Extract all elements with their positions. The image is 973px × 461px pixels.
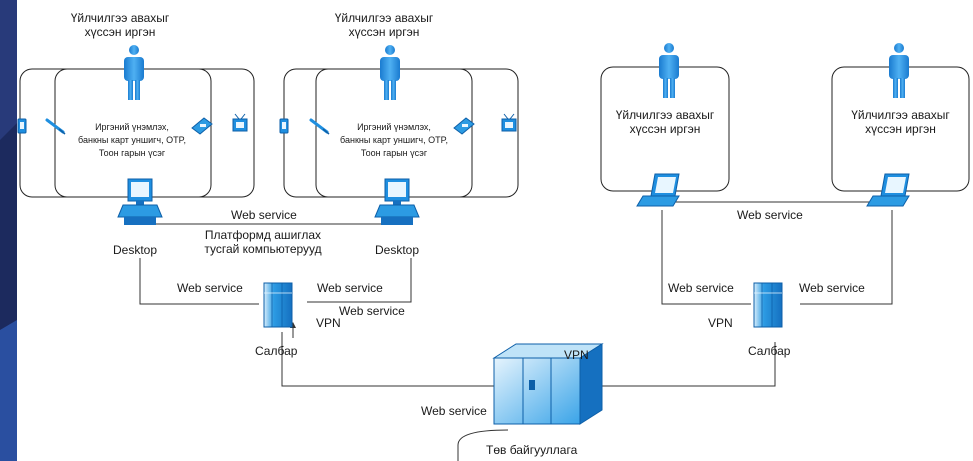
web-service-label-left-branch: Web service [177, 281, 243, 295]
vpn-label-right: VPN [708, 316, 733, 330]
central-server-icon [492, 343, 604, 425]
web-service-label-central: Web service [421, 404, 487, 418]
desktop-icon-middle [374, 178, 420, 226]
otp-device-icon-middle [501, 113, 517, 132]
web-service-label-laptops: Web service [737, 208, 803, 222]
user-icon-right-2 [889, 43, 909, 98]
web-service-label-desktops: Web service [231, 208, 297, 222]
user-icon-middle [380, 45, 400, 100]
laptop-icon-right-2 [866, 173, 910, 207]
laptop-icon-right-1 [636, 173, 680, 207]
vpn-label-central: VPN [564, 348, 589, 362]
desktop-label-middle: Desktop [375, 243, 420, 257]
desktop-icon-left [117, 178, 163, 226]
headquarters-label: Төв байгууллага [486, 443, 578, 457]
device-label-left: Иргэний үнэмлэх,банкны карт уншигч, OTP,… [78, 122, 186, 158]
desktop-label-left: Desktop [113, 243, 158, 257]
user-icon-right-1 [659, 43, 679, 98]
phone-icon-left [17, 118, 27, 134]
phone-icon-middle [279, 118, 289, 134]
branch-label-left: Салбар [255, 344, 298, 358]
device-label-middle: Иргэний үнэмлэх,банкны карт уншигч, OTP,… [340, 122, 448, 158]
branch-server-icon-right [753, 282, 783, 328]
network-diagram [17, 43, 970, 461]
connectors [139, 201, 894, 461]
web-service-label-right-branch-1: Web service [668, 281, 734, 295]
web-service-label-branch-2: Web service [339, 304, 405, 318]
user-icon-left [124, 45, 144, 100]
otp-device-icon-left [232, 113, 248, 132]
web-service-label-middle-branch: Web service [317, 281, 383, 295]
web-service-label-right-branch-2: Web service [799, 281, 865, 295]
branch-server-icon-left [263, 282, 293, 328]
branch-label-right: Салбар [748, 344, 791, 358]
vpn-label-left: VPN [316, 316, 341, 330]
